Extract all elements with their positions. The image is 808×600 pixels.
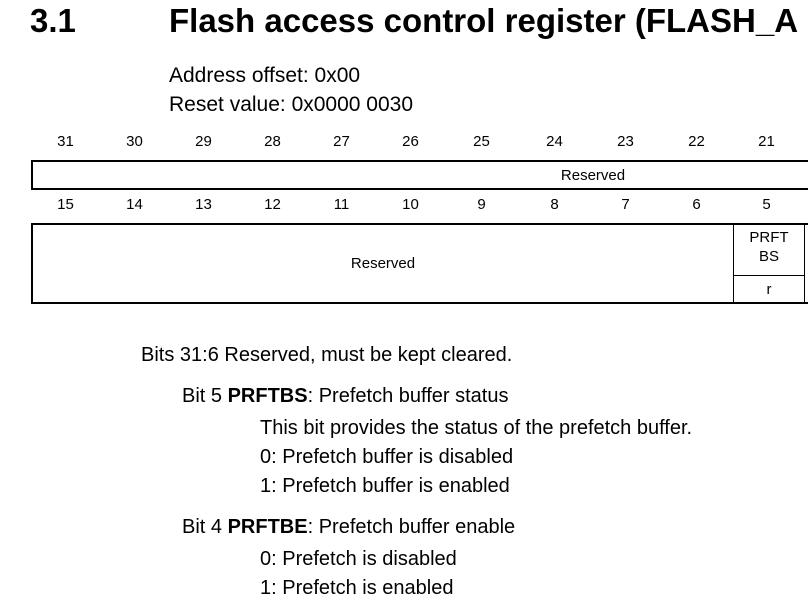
desc-bit4-line: 0: Prefetch is disabled: [260, 548, 457, 570]
bit-number: 12: [264, 196, 281, 213]
bit-number: 6: [692, 196, 701, 213]
bit-number: 11: [333, 196, 350, 213]
desc-bit5-line: 1: Prefetch buffer is enabled: [260, 475, 510, 497]
bit-range-label: Bits 31:6: [141, 344, 219, 366]
bit-number: 15: [57, 196, 74, 213]
desc-bit4-title: Bit 4 PRFTBE: Prefetch buffer enable: [182, 516, 515, 539]
bit-label: Bit 5: [182, 385, 223, 407]
bit-number: 28: [264, 133, 281, 150]
access-divider: [733, 275, 804, 276]
bit-number: 14: [126, 196, 143, 213]
desc-bit5-line: 0: Prefetch buffer is disabled: [260, 446, 514, 468]
field-name: PRFTBE: [227, 516, 308, 538]
bit-numbers-top: 31 30 29 28 27 26 25 24 23 22 21: [31, 133, 808, 155]
bit-number: 13: [195, 196, 212, 213]
bit-number: 29: [195, 133, 212, 150]
field-title: : Prefetch buffer enable: [307, 516, 516, 538]
bit-number: 30: [126, 133, 143, 150]
prftbs-field-name: PRFT BS: [734, 228, 804, 266]
bit-number: 26: [402, 133, 419, 150]
bit-number: 23: [617, 133, 634, 150]
bit-numbers-bottom: 15 14 13 12 11 10 9 8 7 6 5: [31, 196, 808, 218]
field-title: : Prefetch buffer status: [307, 385, 509, 407]
reset-value: Reset value: 0x0000 0030: [169, 93, 414, 116]
reserved-label: Reserved: [350, 255, 416, 272]
prftbs-access: r: [766, 281, 772, 298]
bit-number: 21: [758, 133, 775, 150]
reserved-label: Reserved: [560, 167, 626, 184]
bit-number: 9: [477, 196, 486, 213]
prftbs-name-line2: BS: [758, 248, 779, 265]
bit-number: 24: [546, 133, 563, 150]
bit-number: 22: [688, 133, 705, 150]
desc-bits-31-6: Bits 31:6 Reserved, must be kept cleared…: [141, 344, 512, 367]
register-row-high: Reserved: [31, 160, 808, 190]
bit-number: 27: [333, 133, 350, 150]
section-number: 3.1: [30, 2, 76, 39]
register-row-low: Reserved PRFT BS r: [31, 223, 808, 304]
prftbs-name-line1: PRFT: [749, 229, 789, 246]
bit-range-text: Reserved, must be kept cleared.: [224, 344, 513, 366]
bit-number: 10: [402, 196, 419, 213]
field-name: PRFTBS: [227, 385, 308, 407]
desc-bit4-line: 1: Prefetch is enabled: [260, 577, 454, 599]
desc-bit5-line: This bit provides the status of the pref…: [260, 417, 693, 439]
field-divider: [733, 225, 734, 302]
desc-bit5-title: Bit 5 PRFTBS: Prefetch buffer status: [182, 385, 508, 408]
bit-number: 8: [550, 196, 559, 213]
bit-label: Bit 4: [182, 516, 223, 538]
address-offset: Address offset: 0x00: [169, 64, 361, 87]
bit-number: 31: [57, 133, 74, 150]
bit-number: 5: [762, 196, 771, 213]
bit-number: 25: [473, 133, 490, 150]
bit-number: 7: [621, 196, 630, 213]
section-title: Flash access control register (FLASH_A: [169, 2, 799, 39]
field-divider: [804, 225, 805, 302]
